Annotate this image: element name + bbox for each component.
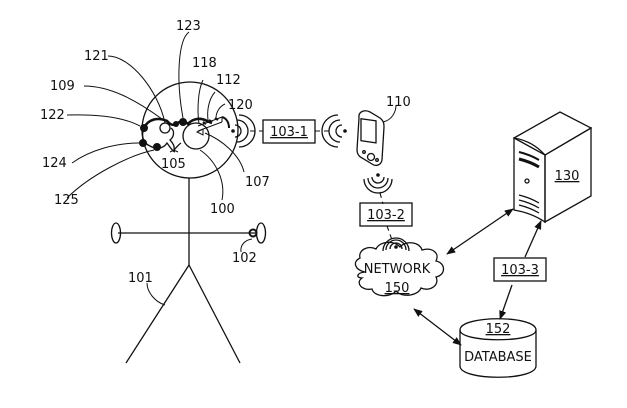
wireless-icon-phone-bottom <box>363 173 393 194</box>
link-103-1-label: 103-1 <box>270 125 308 140</box>
database-ref: 152 <box>486 322 511 337</box>
leader-107 <box>204 132 245 173</box>
electrode-122 <box>140 124 148 132</box>
leader-123 <box>178 31 190 119</box>
electrode-109 <box>173 121 179 127</box>
sensor-121 <box>159 122 171 134</box>
leader-118 <box>197 79 204 125</box>
link-103-2-bottom <box>386 225 393 241</box>
server-icon: 130 <box>512 111 593 224</box>
label-124: 124 <box>42 156 67 171</box>
wireless-icon-network <box>382 237 410 252</box>
electrode-124 <box>139 139 147 147</box>
label-120: 120 <box>228 98 253 113</box>
mobile-device-icon <box>356 104 397 167</box>
leader-101 <box>146 282 166 306</box>
label-125: 125 <box>54 193 79 208</box>
right-leg <box>188 264 241 364</box>
database-cylinder: 152 DATABASE <box>459 318 537 378</box>
label-121: 121 <box>84 49 109 64</box>
label-118: 118 <box>192 56 217 71</box>
leader-109 <box>83 85 163 120</box>
link-box-103-1: 103-1 <box>262 119 316 144</box>
label-105: 105 <box>161 157 186 172</box>
wearable-device-102 <box>248 228 258 238</box>
server-ref: 130 <box>555 169 580 184</box>
arrow-107 <box>195 128 204 136</box>
database-server-connection-lower <box>499 284 513 320</box>
arc-120 <box>221 116 230 129</box>
network-cloud: NETWORK 150 <box>354 241 445 297</box>
link-box-103-2: 103-2 <box>359 202 413 227</box>
component-100-inner <box>182 122 210 150</box>
leader-120 <box>215 103 226 119</box>
wand-stars <box>202 117 219 125</box>
label-122: 122 <box>40 108 65 123</box>
leader-100 <box>199 149 224 201</box>
leader-121 <box>107 55 166 124</box>
label-112: 112 <box>216 73 241 88</box>
leader-lines <box>66 31 253 306</box>
electrode-125 <box>153 143 161 151</box>
leader-102 <box>240 238 253 253</box>
leader-122 <box>66 114 141 127</box>
label-123: 123 <box>176 19 201 34</box>
interface-105 <box>169 127 182 153</box>
link-box-103-3: 103-3 <box>493 257 547 282</box>
label-109: 109 <box>50 79 75 94</box>
network-ref: 150 <box>385 281 410 296</box>
reference-labels: 123 121 109 122 124 125 118 112 120 105 … <box>40 19 270 286</box>
label-102: 102 <box>232 251 257 266</box>
right-hand <box>255 222 267 244</box>
database-server-connection-upper <box>524 220 542 258</box>
label-100: 100 <box>210 202 235 217</box>
network-database-connection <box>413 308 462 346</box>
person-figure <box>110 81 267 364</box>
network-server-connection <box>446 208 514 255</box>
left-hand <box>110 222 122 244</box>
leader-124 <box>71 142 140 164</box>
database-label: DATABASE <box>464 350 532 365</box>
leader-105 <box>169 149 179 153</box>
label-107: 107 <box>245 175 270 190</box>
leader-125 <box>66 149 155 199</box>
head-circle <box>141 81 239 179</box>
label-101: 101 <box>128 271 153 286</box>
link-103-2-top <box>379 192 384 205</box>
left-leg <box>125 264 190 364</box>
head-sensor-assembly <box>139 116 230 153</box>
label-110: 110 <box>386 95 411 110</box>
leader-112 <box>207 91 216 121</box>
wireless-icon-phone-left <box>321 114 347 148</box>
link-103-3-label: 103-3 <box>501 263 539 278</box>
link-103-2-label: 103-2 <box>367 208 405 223</box>
electrode-123 <box>179 118 187 126</box>
network-label: NETWORK <box>364 262 431 277</box>
